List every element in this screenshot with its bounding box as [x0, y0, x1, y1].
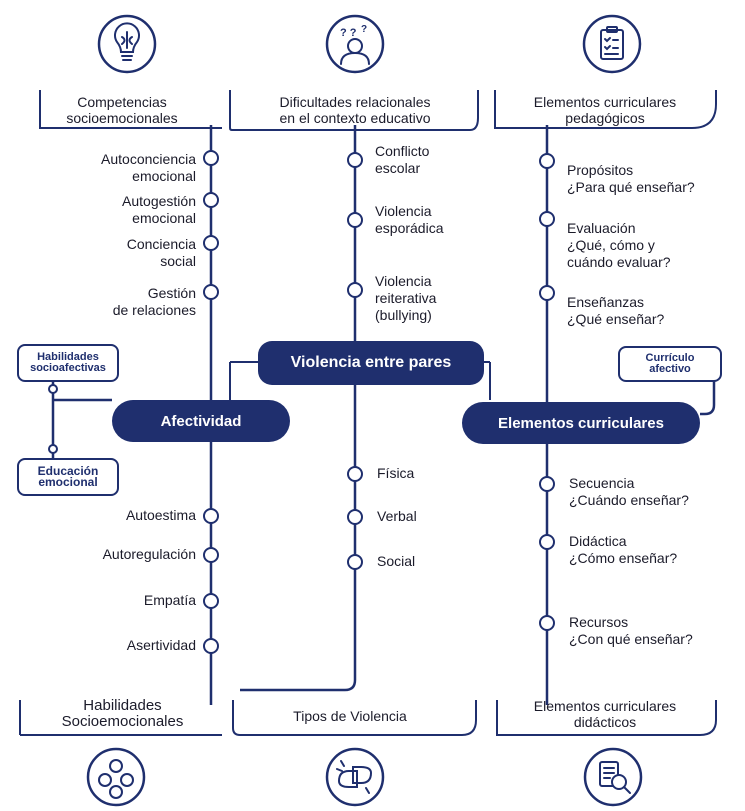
left-top-item-0-node	[203, 150, 219, 166]
right-bottom-item-1-node	[539, 534, 555, 550]
left-bottom-item-3: Asertividad	[126, 637, 196, 653]
right-top-header: Elementos curriculares pedagógicos	[533, 94, 677, 126]
left-top-item-1: Autogestión emocional	[122, 193, 196, 226]
center-top-item-1: Violencia esporádica	[375, 203, 444, 236]
hub-afectividad: Afectividad	[112, 400, 290, 442]
document-magnifier-icon	[583, 747, 643, 807]
right-bottom-item-1: Didáctica ¿Cómo enseñar?	[569, 533, 678, 566]
center-top-item-1-node	[347, 212, 363, 228]
left-bottom-item-3-node	[203, 638, 219, 654]
tag-habilidades-socioafectivas: Habilidades socioafectivas	[17, 344, 119, 382]
right-top-item-1-node	[539, 211, 555, 227]
right-bottom-item-2-node	[539, 615, 555, 631]
center-bottom-header: Tipos de Violencia	[293, 708, 407, 724]
left-bottom-item-2: Empatía	[143, 592, 196, 608]
fist-bump-icon	[325, 747, 385, 807]
right-top-item-1: Evaluación ¿Qué, cómo y cuándo evaluar?	[567, 220, 671, 270]
right-top-item-2-node	[539, 285, 555, 301]
left-top-item-2-node	[203, 235, 219, 251]
left-top-item-3: Gestión de relaciones	[112, 285, 196, 318]
center-top-item-2: Violencia reiterativa (bullying)	[375, 273, 437, 323]
center-bottom-item-0: Física	[377, 465, 415, 481]
center-top-item-0-node	[347, 152, 363, 168]
left-bottom-item-2-node	[203, 593, 219, 609]
tag-curriculo-afectivo: Currículo afectivo	[618, 346, 722, 382]
center-bottom-item-1: Verbal	[377, 508, 417, 524]
left-top-item-1-node	[203, 192, 219, 208]
left-top-item-0: Autoconciencia emocional	[101, 151, 196, 184]
left-bottom-item-1: Autoregulación	[102, 546, 196, 562]
left-bottom-item-0-node	[203, 508, 219, 524]
checklist-clipboard-icon	[582, 14, 642, 74]
center-bottom-item-1-node	[347, 509, 363, 525]
hub-violencia-entre-pares: Violencia entre pares	[258, 341, 484, 385]
right-bottom-header: Elementos curriculares didácticos	[533, 698, 677, 730]
center-bottom-item-2-node	[347, 554, 363, 570]
left-bottom-item-1-node	[203, 547, 219, 563]
svg-text:?: ?	[361, 24, 367, 35]
right-bottom-item-0: Secuencia ¿Cuándo enseñar?	[569, 475, 689, 508]
left-top-header: Competencias socioemocionales	[66, 94, 178, 126]
center-top-item-2-node	[347, 282, 363, 298]
tag-educacion-emocional: Educación emocional	[17, 458, 119, 496]
right-bottom-item-2: Recursos ¿Con qué enseñar?	[569, 614, 693, 647]
brain-lightbulb-icon	[97, 14, 157, 74]
right-top-item-0-node	[539, 153, 555, 169]
left-top-item-3-node	[203, 284, 219, 300]
right-top-item-0: Propósitos ¿Para qué enseñar?	[567, 162, 695, 195]
left-bottom-item-0: Autoestima	[125, 507, 196, 523]
center-top-header: Dificultades relacionales en el contexto…	[279, 94, 431, 126]
right-top-item-2: Enseñanzas ¿Qué enseñar?	[567, 294, 665, 327]
center-bottom-item-0-node	[347, 466, 363, 482]
hub-elementos-curriculares: Elementos curriculares	[462, 402, 700, 444]
svg-text:? ?: ? ?	[340, 27, 357, 39]
confused-person-icon: ? ??	[325, 14, 385, 74]
right-bottom-item-0-node	[539, 476, 555, 492]
left-top-item-2: Conciencia social	[126, 236, 196, 269]
left-bottom-header: Habilidades Socioemocionales	[61, 697, 184, 730]
emotion-faces-icon	[86, 747, 146, 807]
center-top-item-0: Conflicto escolar	[375, 143, 430, 176]
center-bottom-item-2: Social	[377, 553, 416, 569]
